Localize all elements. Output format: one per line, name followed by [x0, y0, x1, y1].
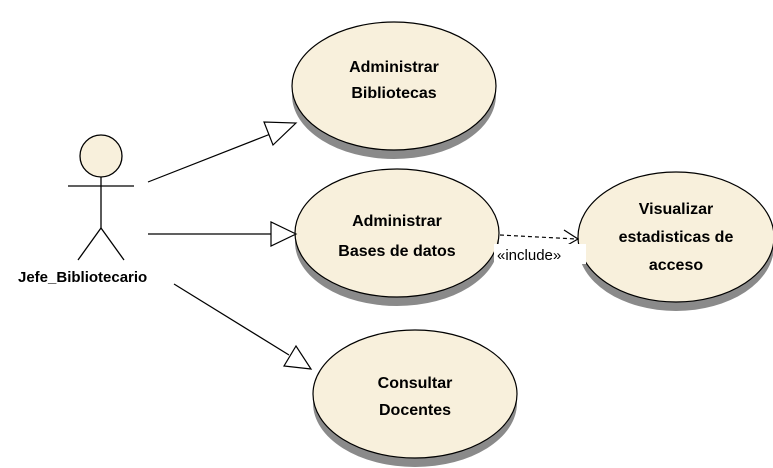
association-to-administrar-bases [148, 221, 298, 247]
actor-right-leg [100, 227, 125, 261]
actor-jefe-bibliotecario[interactable]: Jefe_Bibliotecario [18, 134, 147, 286]
usecase-label-line-3: acceso [649, 257, 703, 274]
usecase-label-line-1: Consultar [378, 375, 453, 392]
actor-label: Jefe_Bibliotecario [18, 269, 147, 286]
usecase-ellipse [294, 168, 500, 298]
usecase-label-line-2: Bases de datos [338, 243, 455, 260]
actor-head [79, 134, 123, 178]
usecase-ellipse [291, 21, 497, 151]
usecase-label-line-1: Administrar [349, 59, 439, 76]
usecase-label-line-1: Administrar [352, 213, 442, 230]
include-line [499, 234, 577, 240]
usecase-label-line-2: Bibliotecas [351, 85, 436, 102]
include-label: «include» [497, 247, 561, 264]
usecase-label-line-1: Visualizar [639, 201, 713, 218]
actor-left-leg [77, 227, 102, 261]
usecase-administrar-bibliotecas[interactable]: Administrar Bibliotecas [291, 21, 497, 159]
usecase-administrar-bases[interactable]: Administrar Bases de datos [294, 168, 500, 306]
association-arrowhead [263, 121, 298, 147]
association-arrowhead [270, 221, 298, 247]
include-label-background [494, 244, 586, 264]
association-line [173, 283, 290, 356]
usecase-label-line-2: estadisticas de [619, 229, 734, 246]
association-arrowhead [283, 344, 313, 370]
association-to-administrar-bibliotecas [147, 121, 298, 183]
usecase-ellipse [577, 171, 773, 303]
usecase-consultar-docentes[interactable]: Consultar Docentes [312, 329, 518, 467]
usecase-label-line-2: Docentes [379, 402, 451, 419]
include-dependency: «include» [494, 229, 586, 264]
usecase-ellipse [312, 329, 518, 459]
association-line [147, 132, 274, 183]
association-to-consultar-docentes [173, 283, 313, 370]
usecase-visualizar-estadisticas[interactable]: Visualizar estadisticas de acceso [577, 171, 773, 311]
